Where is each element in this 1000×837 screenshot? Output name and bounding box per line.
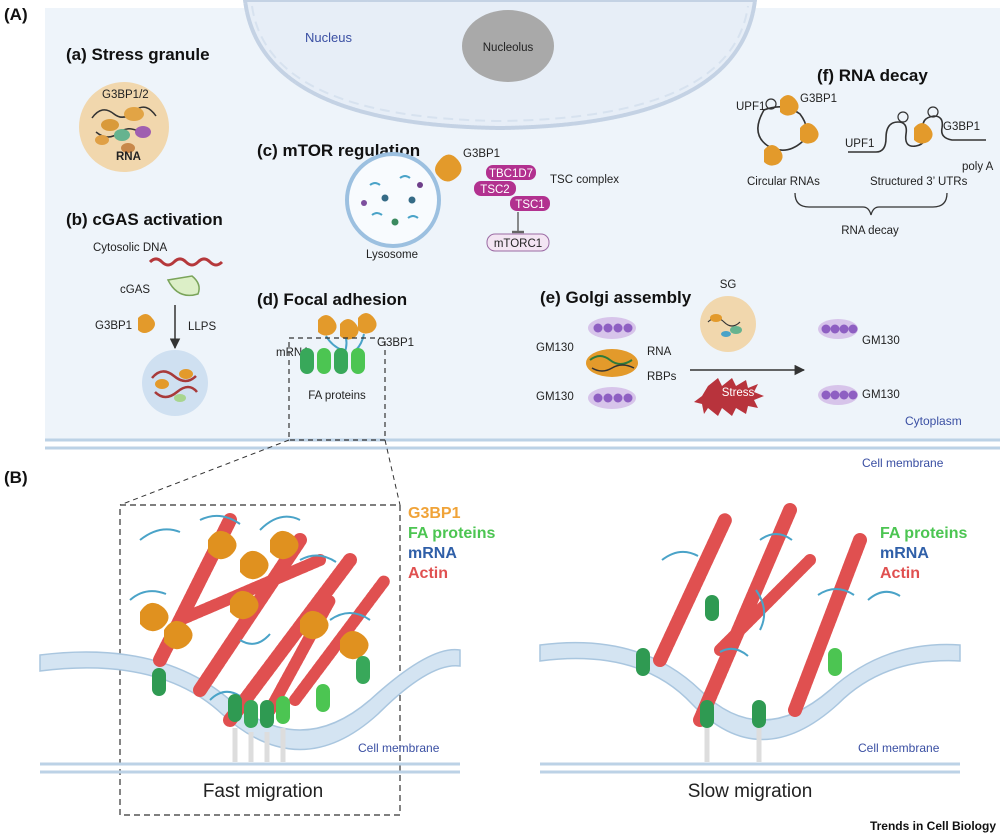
decay-g3bp-icon-4 (914, 123, 933, 144)
cell-membrane-label-fast: Cell membrane (358, 741, 440, 755)
tbc1d7-label: TBC1D7 (489, 168, 533, 180)
stress-burst (694, 378, 764, 416)
tsc2-label: TSC2 (480, 184, 509, 196)
slow-actin-filaments (653, 503, 867, 727)
upf1-label-a: UPF1 (736, 101, 765, 113)
rna-decay-title: (f) RNA decay (817, 66, 928, 85)
stress-granule-title: (a) Stress granule (66, 45, 210, 64)
golgi-rna-label: RNA (647, 346, 672, 358)
decay-g3bp-icon-2 (800, 123, 819, 144)
legend-fast-fa: FA proteins (408, 525, 496, 542)
upf1-label-b: UPF1 (845, 138, 874, 150)
stress-granule-contents (91, 106, 157, 153)
golgi-title: (e) Golgi assembly (540, 288, 692, 307)
nucleus-envelope-dash (251, 5, 749, 123)
structured-utr-loop-2 (927, 106, 939, 118)
nucleolus-label: Nucleolus (483, 42, 534, 54)
lysosome-label: Lysosome (366, 249, 418, 261)
stress-granule-g3bp-label: G3BP1/2 (102, 89, 149, 101)
cgas-shape (166, 275, 200, 297)
nucleus-label: Nucleus (305, 30, 352, 45)
focal-g3bp-label: G3BP1 (377, 337, 414, 349)
circular-rnas-label: Circular RNAs (747, 176, 820, 188)
cgas-condensate-contents (151, 369, 198, 402)
focal-adhesion-title: (d) Focal adhesion (257, 290, 407, 309)
cgas-title: (b) cGAS activation (66, 210, 223, 229)
cytosolic-dna-strand (148, 257, 224, 267)
cell-membrane-label-slow: Cell membrane (858, 741, 940, 755)
tsc-complex-label: TSC complex (550, 174, 619, 186)
legend-fast-actin: Actin (408, 565, 448, 582)
golgi-sg-contents (707, 314, 742, 337)
legend-slow-actin: Actin (880, 565, 920, 582)
fast-mrna-strands (129, 514, 371, 701)
g3bp-label-b: G3BP1 (943, 121, 980, 133)
structured-utrs-label: Structured 3’ UTRs (870, 176, 968, 188)
lysosome-contents (361, 175, 423, 226)
golgi-rbps-label: RBPs (647, 371, 677, 383)
cytoplasm-label: Cytoplasm (905, 414, 962, 428)
golgi-dispersed (818, 319, 858, 405)
mtor-g3bp-label: G3BP1 (463, 148, 500, 160)
decay-g3bp-icon-3 (764, 145, 783, 166)
tbc1d7-box (486, 165, 536, 180)
focal-fa-label: FA proteins (308, 390, 366, 402)
lysosome (345, 152, 441, 248)
tsc2-box (474, 181, 516, 196)
rna-decay-bracket (794, 192, 948, 216)
cgas-g3bp-icon (138, 314, 155, 333)
gm130-label-4: GM130 (862, 389, 900, 401)
tsc1-box (510, 196, 550, 211)
structured-utr-loop-1 (897, 111, 909, 123)
mtorc1-box (486, 233, 550, 252)
mtor-g3bp-icon (435, 154, 462, 182)
circular-rna-end (765, 98, 777, 110)
tsc1-label: TSC1 (515, 199, 544, 211)
golgi-sg-droplet (700, 296, 756, 352)
zoom-line-left (119, 439, 290, 506)
gm130-label-1: GM130 (536, 342, 574, 354)
cell-membrane-label-top: Cell membrane (862, 456, 944, 470)
cgas-label: cGAS (120, 284, 150, 296)
stress-label: Stress (722, 387, 755, 399)
zoom-line-right (384, 439, 401, 506)
legend-slow-fa: FA proteins (880, 525, 968, 542)
stress-granule-droplet (79, 82, 169, 172)
gm130-label-3: GM130 (862, 335, 900, 347)
sg-label: SG (720, 279, 737, 291)
rna-decay-label: RNA decay (841, 225, 899, 237)
journal-label: Trends in Cell Biology (870, 819, 996, 833)
slow-migration-caption: Slow migration (688, 781, 813, 802)
legend-fast-g3bp: G3BP1 (408, 505, 461, 522)
slow-fa-proteins (636, 595, 842, 762)
slow-mrna-strands (661, 533, 901, 657)
golgi-stack-left (586, 317, 638, 409)
decay-g3bp-icon-1 (780, 95, 799, 116)
stress-granule-rna-label: RNA (116, 151, 141, 163)
cgas-condensate (142, 350, 208, 416)
g3bp-label-a: G3BP1 (800, 93, 837, 105)
fast-fa-proteins (152, 656, 370, 762)
cytosolic-dna-label: Cytosolic DNA (93, 242, 167, 254)
legend-fast-mrna: mRNA (408, 545, 457, 562)
gm130-label-2: GM130 (536, 391, 574, 403)
legend-slow-mrna: mRNA (880, 545, 929, 562)
fast-g3bp-clusters (140, 530, 369, 660)
focal-inset-box (288, 337, 386, 441)
cgas-g3bp-label: G3BP1 (95, 320, 132, 332)
panel-label-a: (A) (4, 5, 28, 24)
polya-label: poly A (962, 161, 994, 173)
mtorc1-label: mTORC1 (494, 238, 542, 250)
llps-label: LLPS (188, 321, 216, 333)
focal-fa-proteins (300, 348, 365, 374)
fast-migration-caption: Fast migration (203, 781, 323, 802)
panel-label-b: (B) (4, 468, 28, 487)
fast-membrane (39, 648, 461, 774)
structured-utr (848, 115, 986, 153)
nucleolus (462, 10, 554, 82)
